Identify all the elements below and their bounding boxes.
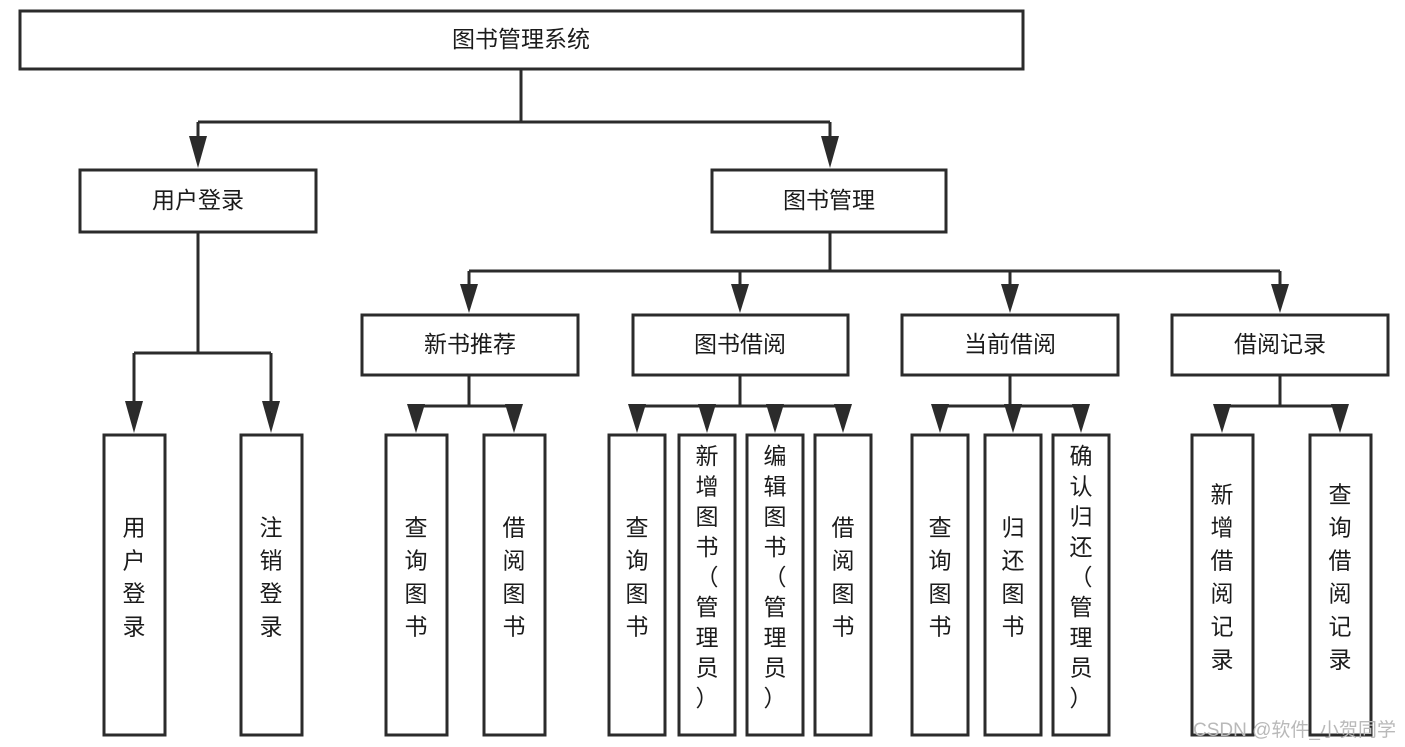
edge-group-new-book-recommend (407, 375, 523, 433)
node-leaf-logout[interactable]: 注销登录 (239, 433, 304, 737)
node-leaf-query-book-1-box[interactable] (384, 433, 449, 737)
node-leaf-return-book[interactable]: 归还图书 (983, 433, 1043, 737)
edge-group-current-borrow (931, 375, 1090, 433)
node-leaf-query-record-box[interactable] (1308, 433, 1373, 737)
node-leaf-query-book-2-box[interactable] (607, 433, 667, 737)
node-user-login[interactable]: 用户登录 (78, 168, 318, 234)
node-leaf-confirm-return-box[interactable] (1051, 433, 1111, 737)
arrow-head-icon (460, 284, 478, 313)
node-leaf-query-book-1-label: 查询图书 (405, 515, 428, 640)
arrow-head-icon (628, 404, 646, 433)
watermark-label: CSDN @软件_小贺同学 (1193, 719, 1396, 741)
node-leaf-query-book-1[interactable]: 查询图书 (384, 433, 449, 737)
node-leaf-confirm-return[interactable]: 确认归还（管理员） (1051, 433, 1111, 737)
node-leaf-return-book-label: 归还图书 (1002, 515, 1025, 640)
node-leaf-confirm-return-label: 确认归还（管理员） (1070, 443, 1093, 711)
arrow-head-icon (1271, 284, 1289, 313)
node-leaf-add-record-box[interactable] (1190, 433, 1255, 737)
node-leaf-borrow-book-2-label: 借阅图书 (832, 515, 855, 640)
node-leaf-query-record[interactable]: 查询借阅记录 (1308, 433, 1373, 737)
node-leaf-edit-book[interactable]: 编辑图书（管理员） (745, 433, 805, 737)
arrow-head-icon (407, 404, 425, 433)
node-leaf-query-book-2-label: 查询图书 (626, 515, 649, 640)
node-root-box[interactable] (18, 9, 1025, 71)
node-leaf-edit-book-label: 编辑图书（管理员） (764, 443, 787, 711)
node-leaf-logout-box[interactable] (239, 433, 304, 737)
node-book-borrow-box[interactable] (631, 313, 850, 377)
node-leaf-add-record-label: 新增借阅记录 (1211, 482, 1234, 673)
arrow-head-icon (1001, 284, 1019, 313)
node-book-management-label: 图书管理 (783, 187, 875, 213)
node-borrow-record-box[interactable] (1170, 313, 1390, 377)
node-current-borrow[interactable]: 当前借阅 (900, 313, 1120, 377)
edge-group-book-borrow (628, 375, 852, 433)
edge-group-book-management (460, 232, 1289, 313)
arrow-head-icon (731, 284, 749, 313)
edge-group-borrow-record (1213, 375, 1349, 433)
node-leaf-query-book-3[interactable]: 查询图书 (910, 433, 970, 737)
node-user-login-label: 用户登录 (152, 187, 244, 213)
node-leaf-borrow-book-1-box[interactable] (482, 433, 547, 737)
node-leaf-borrow-book-1[interactable]: 借阅图书 (482, 433, 547, 737)
node-leaf-logout-label: 注销登录 (260, 515, 283, 640)
node-leaf-user-login-label: 用户登录 (123, 515, 146, 640)
node-root[interactable]: 图书管理系统 (18, 9, 1025, 71)
arrow-head-icon (1004, 404, 1022, 433)
node-leaf-borrow-book-2-box[interactable] (813, 433, 873, 737)
arrow-head-icon (125, 401, 143, 433)
node-leaf-borrow-book-2[interactable]: 借阅图书 (813, 433, 873, 737)
node-leaf-add-book[interactable]: 新增图书（管理员） (677, 433, 737, 737)
edge-group-root (189, 69, 839, 168)
arrow-head-icon (1331, 404, 1349, 433)
node-leaf-edit-book-box[interactable] (745, 433, 805, 737)
node-leaf-query-record-label: 查询借阅记录 (1329, 482, 1352, 673)
node-current-borrow-label: 当前借阅 (964, 331, 1056, 357)
node-leaf-user-login-box[interactable] (102, 433, 167, 737)
node-leaf-borrow-book-1-label: 借阅图书 (503, 515, 526, 640)
node-leaf-return-book-box[interactable] (983, 433, 1043, 737)
node-book-management-box[interactable] (710, 168, 948, 234)
node-book-borrow[interactable]: 图书借阅 (631, 313, 850, 377)
arrow-head-icon (189, 136, 207, 168)
arrow-head-icon (766, 404, 784, 433)
arrow-head-icon (1072, 404, 1090, 433)
arrow-head-icon (505, 404, 523, 433)
arrow-head-icon (698, 404, 716, 433)
node-book-borrow-label: 图书借阅 (694, 331, 786, 357)
node-leaf-add-record[interactable]: 新增借阅记录 (1190, 433, 1255, 737)
node-new-book-recommend[interactable]: 新书推荐 (360, 313, 580, 377)
node-leaf-query-book-3-box[interactable] (910, 433, 970, 737)
arrow-head-icon (821, 136, 839, 168)
node-leaf-user-login[interactable]: 用户登录 (102, 433, 167, 737)
node-current-borrow-box[interactable] (900, 313, 1120, 377)
node-book-management[interactable]: 图书管理 (710, 168, 948, 234)
arrow-head-icon (931, 404, 949, 433)
node-new-book-recommend-label: 新书推荐 (424, 331, 516, 357)
node-borrow-record-label: 借阅记录 (1234, 331, 1326, 357)
arrow-head-icon (262, 401, 280, 433)
node-leaf-add-book-box[interactable] (677, 433, 737, 737)
node-borrow-record[interactable]: 借阅记录 (1170, 313, 1390, 377)
node-leaf-query-book-2[interactable]: 查询图书 (607, 433, 667, 737)
node-new-book-recommend-box[interactable] (360, 313, 580, 377)
node-user-login-box[interactable] (78, 168, 318, 234)
arrow-head-icon (834, 404, 852, 433)
node-leaf-query-book-3-label: 查询图书 (929, 515, 952, 640)
arrow-head-icon (1213, 404, 1231, 433)
node-leaf-add-book-label: 新增图书（管理员） (696, 443, 719, 711)
edge-group-user-login (125, 232, 280, 433)
node-root-label: 图书管理系统 (452, 26, 590, 52)
